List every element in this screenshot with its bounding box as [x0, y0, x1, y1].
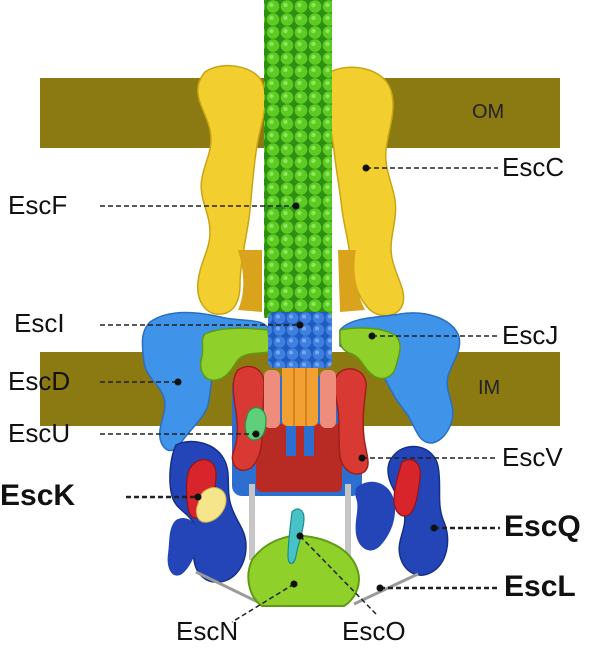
escu-component	[244, 407, 267, 441]
label-esck: EscK	[0, 479, 76, 512]
dot-escj	[368, 332, 376, 340]
escc-left	[197, 64, 267, 315]
escl-spoke-right	[353, 572, 419, 606]
core-rod-left	[286, 426, 296, 456]
escq-left-lower	[167, 517, 198, 576]
escc-right	[324, 66, 405, 317]
esci-inner-rod	[268, 312, 332, 368]
dot-escu	[252, 430, 260, 438]
escv-right	[333, 368, 369, 475]
core-rod-right	[304, 426, 314, 456]
esco-stalk	[287, 508, 305, 565]
escq-right-inner	[355, 481, 396, 551]
label-esci: EscI	[14, 308, 65, 338]
escl-spoke-left	[195, 570, 263, 606]
orange-core-block	[282, 364, 318, 426]
leader-escn	[231, 583, 295, 623]
label-escq: EscQ	[504, 510, 581, 543]
dot-escc	[362, 164, 370, 172]
label-escd: EscD	[8, 366, 71, 396]
leader-lines	[100, 167, 500, 623]
label-escf: EscF	[8, 190, 68, 220]
label-escj: EscJ	[502, 320, 559, 350]
escq-right-red	[393, 459, 421, 517]
escc-inner-shade	[238, 250, 262, 312]
dot-esck	[194, 493, 202, 501]
dot-escl	[376, 584, 384, 592]
leader-dots	[174, 164, 438, 592]
dot-esci	[296, 321, 304, 329]
label-escc: EscC	[502, 152, 565, 182]
dot-escv	[358, 454, 366, 462]
label-escu: EscU	[8, 418, 71, 448]
escn-atpase	[247, 534, 360, 607]
outer-membrane-label: OM	[472, 101, 505, 123]
needle-filament	[264, 0, 332, 318]
label-escn: EscN	[176, 616, 239, 646]
label-escv: EscV	[502, 442, 563, 472]
dot-escf	[292, 202, 300, 210]
dot-esco	[296, 532, 304, 540]
label-escl: EscL	[504, 570, 576, 603]
dot-escd	[174, 378, 182, 386]
escv-core	[256, 424, 342, 492]
escr-component-left	[264, 370, 280, 428]
escr-component-right	[320, 370, 336, 428]
label-esco: EscO	[342, 616, 406, 646]
leader-esco	[299, 535, 377, 615]
escj-right	[339, 327, 401, 380]
escj-left	[200, 327, 271, 381]
dot-escq	[430, 524, 438, 532]
dot-escn	[290, 580, 298, 588]
escc-inner-shade-right	[338, 250, 365, 312]
inner-membrane-label: IM	[478, 377, 501, 399]
